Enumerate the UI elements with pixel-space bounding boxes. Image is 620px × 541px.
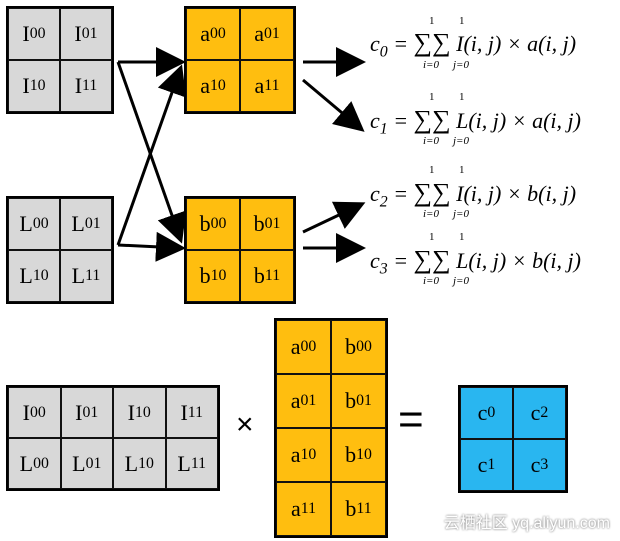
watermark: 云栖社区 yq.aliyun.com	[443, 515, 610, 532]
upper-2: 1	[459, 91, 465, 103]
arrow-b-to-c2	[302, 201, 366, 234]
upper-2: 1	[459, 231, 465, 243]
upper-1: 1	[429, 231, 435, 243]
equation-c1: c1 = ∑∑ L(i, j) × a(i, j)	[370, 105, 581, 138]
eq-lhs: c2	[370, 181, 388, 211]
upper-1: 1	[429, 15, 435, 27]
lower-j: j=0	[453, 135, 469, 147]
upper-1: 1	[429, 164, 435, 176]
eq-sum: ∑∑	[413, 245, 451, 274]
equals-symbol: =	[398, 395, 424, 444]
eq-equals: =	[393, 31, 414, 56]
arrow-I-to-b	[116, 61, 187, 244]
equation-c3: c3 = ∑∑ L(i, j) × b(i, j)	[370, 245, 581, 278]
eq-equals: =	[393, 248, 414, 273]
upper-1: 1	[429, 91, 435, 103]
upper-2: 1	[459, 15, 465, 27]
eq-body: I(i, j) × b(i, j)	[456, 181, 577, 206]
lower-i: i=0	[423, 135, 439, 147]
eq-body: L(i, j) × a(i, j)	[456, 108, 581, 133]
eq-equals: =	[393, 108, 414, 133]
times-symbol: ×	[236, 408, 254, 441]
upper-2: 1	[459, 164, 465, 176]
equation-c2: c2 = ∑∑ I(i, j) × b(i, j)	[370, 178, 576, 211]
lower-i: i=0	[423, 275, 439, 287]
eq-lhs: c3	[370, 248, 388, 278]
arrow-L-to-b	[117, 231, 186, 262]
eq-lhs: c1	[370, 108, 388, 138]
eq-sum: ∑∑	[413, 105, 451, 134]
equation-c0: c0 = ∑∑ I(i, j) × a(i, j)	[370, 28, 576, 61]
eq-lhs: c0	[370, 31, 388, 61]
eq-body: I(i, j) × a(i, j)	[456, 31, 577, 56]
eq-sum: ∑∑	[413, 178, 451, 207]
lower-i: i=0	[423, 208, 439, 220]
arrow-a-to-c1	[302, 78, 365, 132]
arrow-L-to-a	[116, 64, 187, 246]
lower-i: i=0	[423, 59, 439, 71]
lower-j: j=0	[453, 59, 469, 71]
eq-body: L(i, j) × b(i, j)	[456, 248, 581, 273]
eq-sum: ∑∑	[413, 28, 451, 57]
eq-equals: =	[393, 181, 414, 206]
lower-j: j=0	[453, 275, 469, 287]
lower-j: j=0	[453, 208, 469, 220]
